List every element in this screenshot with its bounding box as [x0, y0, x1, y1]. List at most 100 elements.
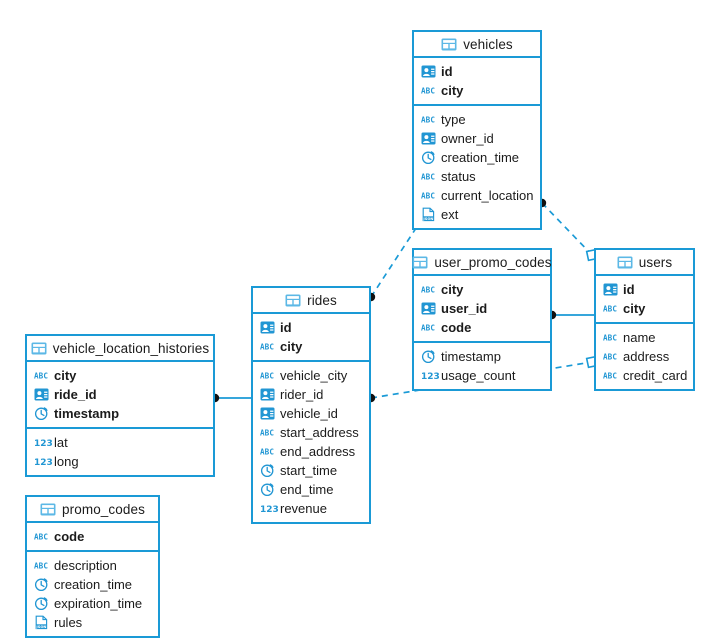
entity-header-vehicle_location_histories[interactable]: vehicle_location_histories: [27, 336, 213, 362]
column-row-vehicles-current_location[interactable]: ABC current_location: [414, 186, 540, 205]
string-type-icon: ABC: [34, 529, 49, 544]
string-type-icon: ABC: [603, 368, 618, 383]
reference-key-icon: [260, 406, 275, 421]
svg-text:ABC: ABC: [603, 305, 617, 314]
string-type-icon: ABC: [34, 368, 49, 383]
string-type-icon: ABC: [421, 83, 436, 98]
column-name: city: [54, 368, 77, 383]
column-row-rides-rider_id[interactable]: rider_id: [253, 385, 369, 404]
column-row-user_promo_codes-city[interactable]: ABC city: [414, 280, 550, 299]
column-name: type: [441, 112, 466, 127]
entity-title-promo_codes: promo_codes: [62, 501, 145, 517]
column-name: id: [280, 320, 292, 335]
column-row-promo_codes-creation_time[interactable]: creation_time: [27, 575, 158, 594]
entity-header-vehicles[interactable]: vehicles: [414, 32, 540, 58]
entity-title-vehicles: vehicles: [463, 36, 513, 52]
column-row-users-city[interactable]: ABC city: [596, 299, 693, 318]
column-name: end_time: [280, 482, 334, 497]
timestamp-type-icon: [260, 463, 275, 478]
string-type-icon: ABC: [34, 558, 49, 573]
column-row-vehicles-creation_time[interactable]: creation_time: [414, 148, 540, 167]
column-row-rides-city[interactable]: ABC city: [253, 337, 369, 356]
column-name: city: [623, 301, 646, 316]
column-row-rides-start_time[interactable]: start_time: [253, 461, 369, 480]
column-row-users-id[interactable]: id: [596, 280, 693, 299]
svg-text:ABC: ABC: [421, 173, 435, 182]
svg-text:ABC: ABC: [421, 286, 435, 295]
column-row-rides-id[interactable]: id: [253, 318, 369, 337]
column-row-vehicles-type[interactable]: ABC type: [414, 110, 540, 129]
svg-text:ABC: ABC: [421, 324, 435, 333]
string-type-icon: ABC: [421, 112, 436, 127]
relationship-rel-vlh-rides[interactable]: [210, 393, 251, 403]
column-name: city: [441, 83, 464, 98]
column-name: timestamp: [441, 349, 501, 364]
svg-text:ABC: ABC: [260, 343, 274, 352]
column-row-vehicle_location_histories-city[interactable]: ABC city: [27, 366, 213, 385]
svg-text:ABC: ABC: [34, 372, 48, 381]
reference-key-icon: [421, 301, 436, 316]
column-name: city: [280, 339, 303, 354]
svg-text:JSON: JSON: [422, 217, 433, 221]
relationship-rel-userpromocodes-users[interactable]: [547, 310, 594, 320]
column-row-vehicles-owner_id[interactable]: owner_id: [414, 129, 540, 148]
string-type-icon: ABC: [421, 320, 436, 335]
column-row-user_promo_codes-timestamp[interactable]: timestamp: [414, 347, 550, 366]
reference-key-icon: [260, 387, 275, 402]
svg-text:JSON: JSON: [35, 625, 46, 629]
column-row-vehicle_location_histories-timestamp[interactable]: timestamp: [27, 404, 213, 423]
column-row-vehicles-city[interactable]: ABC city: [414, 81, 540, 100]
column-name: current_location: [441, 188, 534, 203]
reference-key-icon: [260, 320, 275, 335]
entity-header-promo_codes[interactable]: promo_codes: [27, 497, 158, 523]
svg-text:ABC: ABC: [34, 533, 48, 542]
column-row-vehicle_location_histories-ride_id[interactable]: ride_id: [27, 385, 213, 404]
svg-text:ABC: ABC: [260, 448, 274, 457]
string-type-icon: ABC: [421, 188, 436, 203]
svg-text:123: 123: [260, 505, 278, 515]
timestamp-type-icon: [421, 349, 436, 364]
column-name: city: [441, 282, 464, 297]
entity-header-rides[interactable]: rides: [253, 288, 369, 314]
column-row-vehicles-id[interactable]: id: [414, 62, 540, 81]
timestamp-type-icon: [34, 577, 49, 592]
column-row-rides-end_time[interactable]: end_time: [253, 480, 369, 499]
string-type-icon: ABC: [603, 330, 618, 345]
column-name: usage_count: [441, 368, 516, 383]
string-type-icon: ABC: [421, 282, 436, 297]
table-icon: [285, 294, 301, 307]
column-name: rider_id: [280, 387, 324, 402]
entity-header-users[interactable]: users: [596, 250, 693, 276]
svg-text:ABC: ABC: [603, 353, 617, 362]
column-row-user_promo_codes-user_id[interactable]: user_id: [414, 299, 550, 318]
column-name: creation_time: [441, 150, 520, 165]
column-row-rides-vehicle_id[interactable]: vehicle_id: [253, 404, 369, 423]
column-row-promo_codes-expiration_time[interactable]: expiration_time: [27, 594, 158, 613]
entity-header-user_promo_codes[interactable]: user_promo_codes: [412, 250, 551, 276]
